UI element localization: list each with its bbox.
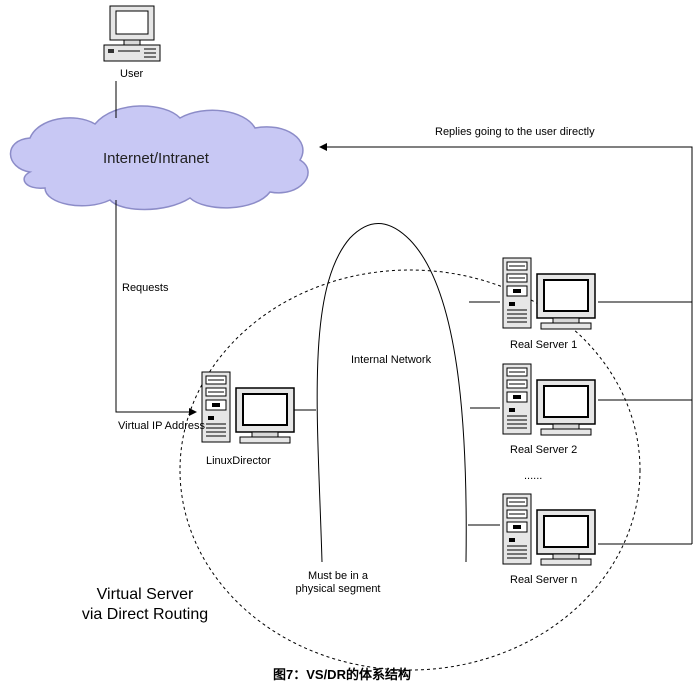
diagram-title-line2: via Direct Routing bbox=[81, 606, 209, 623]
linux-director-label: LinuxDirector bbox=[206, 455, 271, 467]
internal-network-label: Internal Network bbox=[351, 354, 432, 366]
real-server-1-label: Real Server 1 bbox=[510, 339, 578, 351]
diagram-title: Virtual Server via Direct Routing bbox=[70, 585, 220, 625]
real-server-2-host bbox=[502, 363, 596, 436]
requests-link bbox=[115, 200, 197, 416]
figure-caption: 图7：VS/DR的体系结构 bbox=[273, 667, 411, 682]
ellipsis-label: ...... bbox=[524, 470, 543, 482]
vip-label: Virtual IP Address bbox=[118, 420, 206, 432]
user-computer bbox=[103, 5, 161, 62]
real-server-n-label: Real Server n bbox=[510, 574, 578, 586]
user-label: User bbox=[120, 68, 144, 80]
segment-note: Must be in a physical segment bbox=[290, 570, 386, 596]
server-cluster-boundary bbox=[179, 269, 641, 671]
segment-note-line1: Must be in a bbox=[308, 570, 368, 582]
requests-label: Requests bbox=[122, 282, 169, 294]
internal-network-arch bbox=[316, 222, 467, 563]
segment-note-line2: physical segment bbox=[295, 583, 381, 595]
replies-link bbox=[319, 143, 693, 544]
diagram-title-line1: Virtual Server bbox=[96, 586, 194, 603]
real-server-1-host bbox=[502, 257, 596, 330]
linux-director-host bbox=[201, 371, 295, 444]
internet-label: Internet/Intranet bbox=[103, 150, 209, 167]
real-server-2-label: Real Server 2 bbox=[510, 444, 578, 456]
internet-cloud bbox=[9, 105, 309, 211]
replies-label: Replies going to the user directly bbox=[435, 126, 595, 138]
real-server-n-host bbox=[502, 493, 596, 566]
